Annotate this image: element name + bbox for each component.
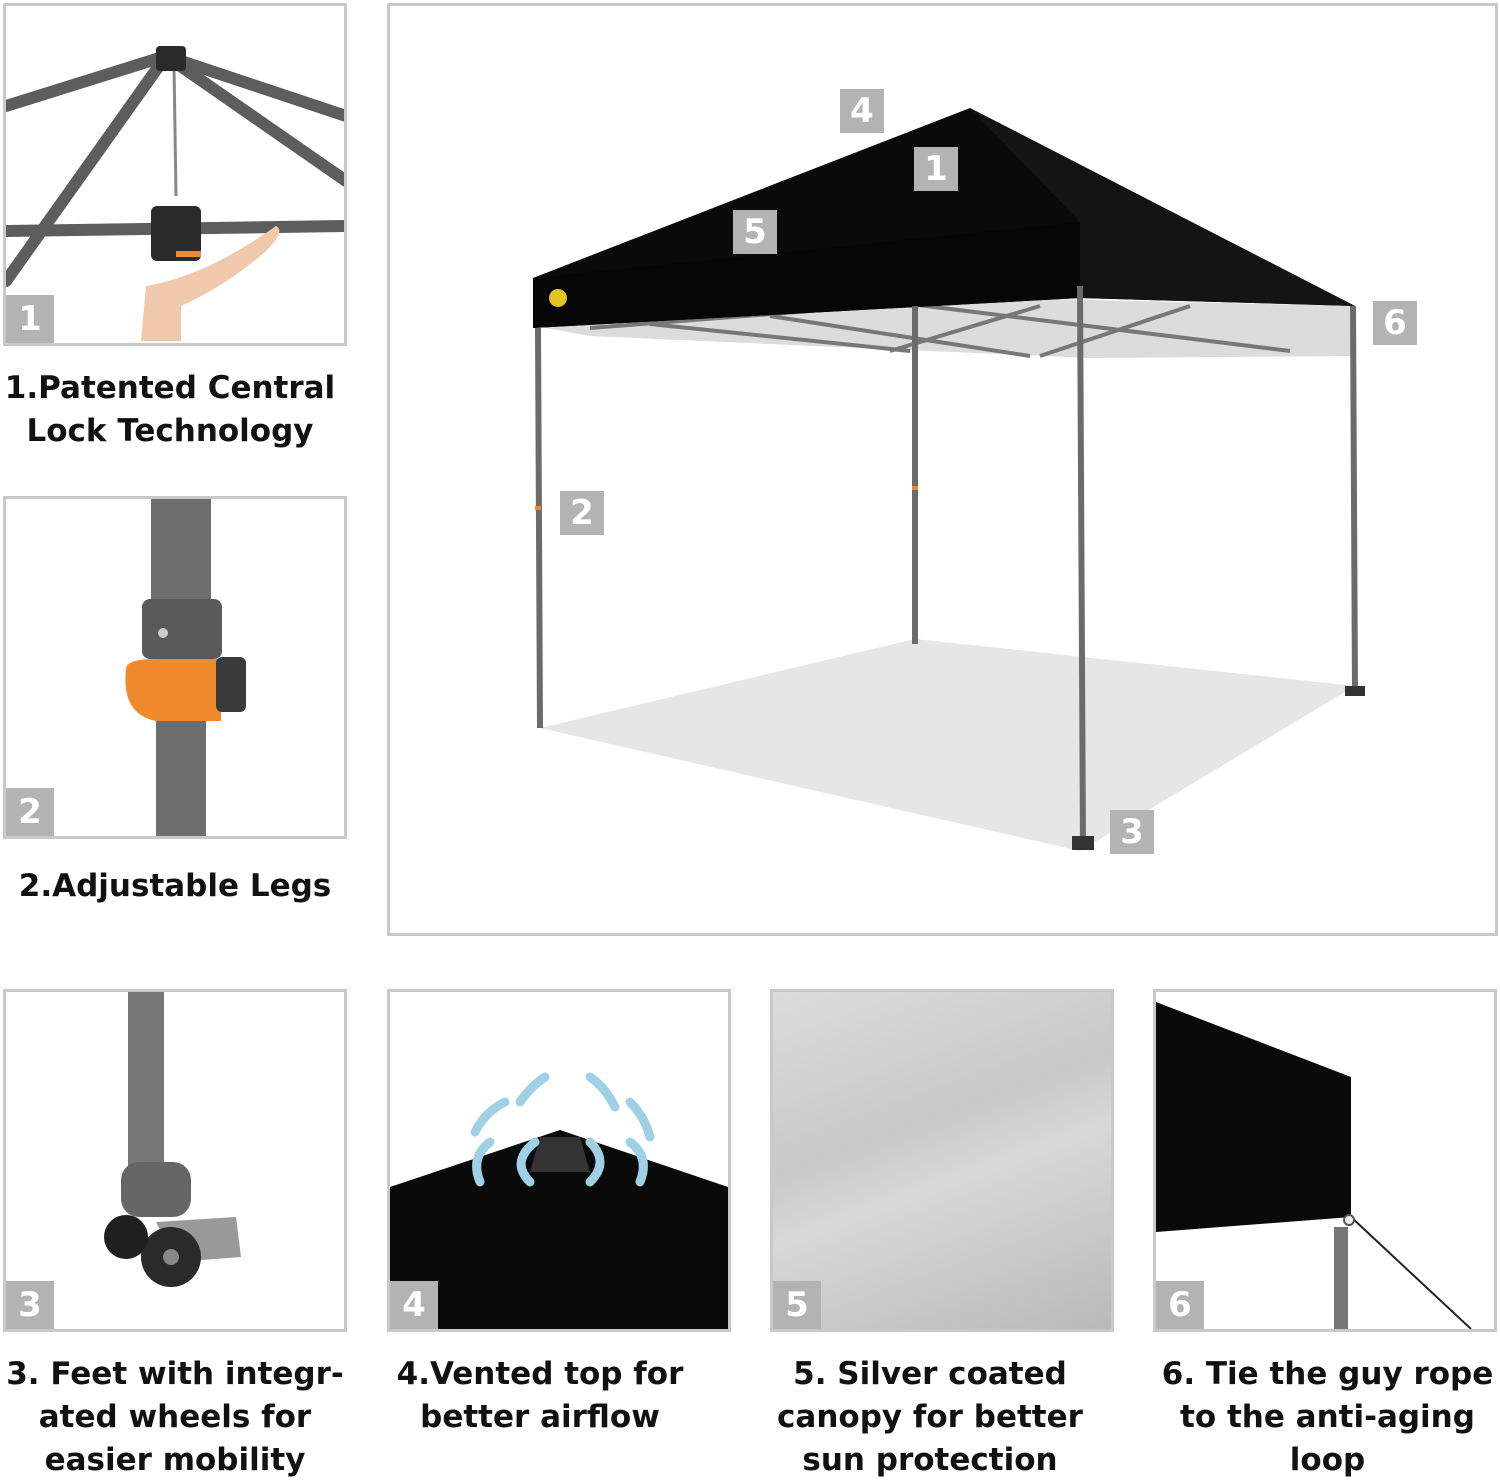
badge-1: 1 bbox=[914, 147, 958, 191]
feature-panel-silver-coating: 5 bbox=[770, 989, 1114, 1332]
feature-panel-guy-rope: 6 bbox=[1153, 989, 1497, 1332]
feature-caption-4: 4.Vented top for better airflow bbox=[396, 1356, 684, 1435]
feature-caption-5: 5. Silver coated canopy for better sun p… bbox=[777, 1356, 1083, 1478]
badge-4: 4 bbox=[840, 89, 884, 133]
feature-caption-2: 2.Adjustable Legs bbox=[18, 868, 332, 904]
feature-panel-wheels: 3 bbox=[3, 989, 347, 1332]
badge-2: 2 bbox=[560, 491, 604, 535]
feature-caption-3: 3. Feet with integr- ated wheels for eas… bbox=[6, 1356, 344, 1478]
central-lock-photo bbox=[6, 46, 344, 341]
feature-badge-1: 1 bbox=[6, 295, 54, 343]
wheeled-foot-photo bbox=[104, 992, 241, 1287]
feature-panel-vented-top: 4 bbox=[387, 989, 731, 1332]
feature-badge-2: 2 bbox=[6, 788, 54, 836]
feature-caption-6: 6. Tie the guy rope to the anti-aging lo… bbox=[1161, 1356, 1494, 1478]
guy-rope-photo bbox=[1156, 1002, 1472, 1329]
feature-panel-adjustable-legs: 2 bbox=[3, 496, 347, 839]
adjustable-leg-photo bbox=[125, 499, 246, 836]
feature-badge-3: 3 bbox=[6, 1281, 54, 1329]
feature-panel-central-lock: 1 bbox=[3, 3, 347, 346]
badge-6: 6 bbox=[1373, 301, 1417, 345]
feature-caption-1: 1.Patented Central Lock Technology bbox=[4, 370, 336, 449]
feature-badge-5: 5 bbox=[773, 1281, 821, 1329]
badge-5: 5 bbox=[733, 210, 777, 254]
feature-badge-6: 6 bbox=[1156, 1281, 1204, 1329]
canopy-tent-illustration bbox=[533, 108, 1365, 851]
main-canopy-panel: 4 1 5 6 2 3 bbox=[387, 3, 1498, 936]
badge-3: 3 bbox=[1110, 810, 1154, 854]
feature-badge-4: 4 bbox=[390, 1281, 438, 1329]
vented-top-photo bbox=[390, 1072, 728, 1329]
